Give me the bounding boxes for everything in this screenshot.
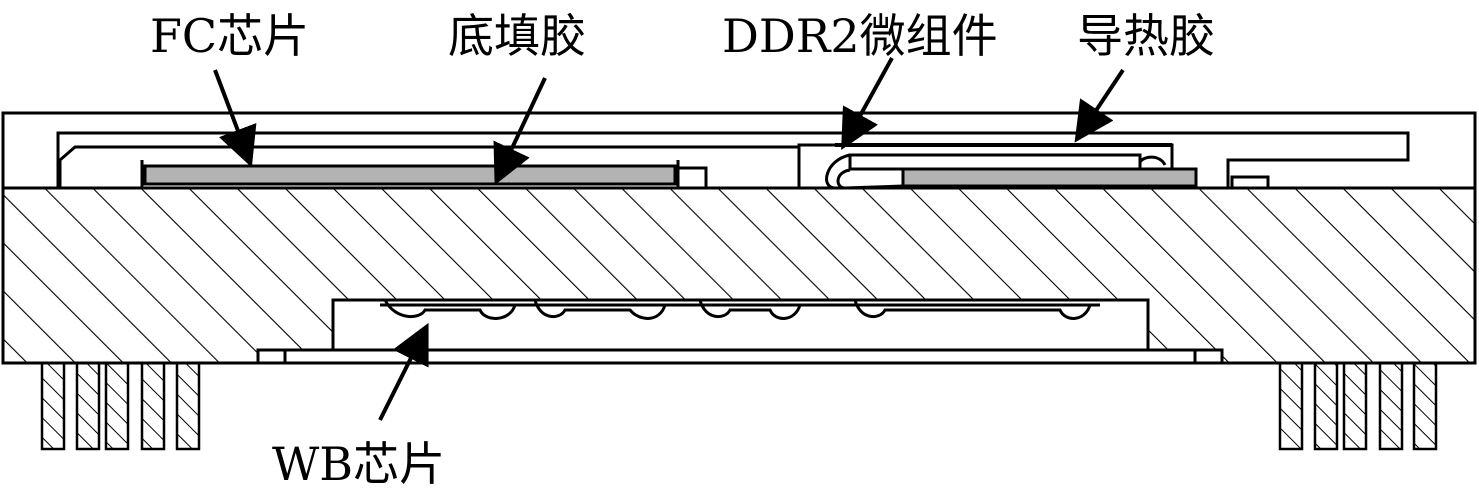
ddr2-chip-body [901,167,1198,188]
pins-left [40,361,201,451]
label-wb-chip: WB芯片 [272,437,445,491]
ddr2-solder-ball [1138,155,1167,166]
small-pad-right [1230,175,1270,190]
arrow-underfill [493,77,547,186]
arrow-fc-chip [213,69,257,168]
label-ddr2-module: DDR2微组件 [722,9,998,63]
substrate-hatched [1,186,1477,365]
ddr2-bond-wire [825,153,904,190]
arrow-thermal-glue [1074,68,1125,143]
arrow-ddr2-module [841,57,894,151]
label-underfill: 底填胶 [448,9,586,63]
label-thermal-glue: 导热胶 [1077,9,1215,63]
pins-right [1278,361,1438,451]
bottom-cavity-floor [256,348,1224,365]
fc-side-pad [676,166,708,190]
arrow-wb-chip [378,322,429,421]
ddr2-substrate-layer [848,153,1142,171]
wb-chip-bond-wires [380,299,1100,320]
label-fc-chip: FC芯片 [150,9,309,63]
fc-chip-body [143,164,677,186]
